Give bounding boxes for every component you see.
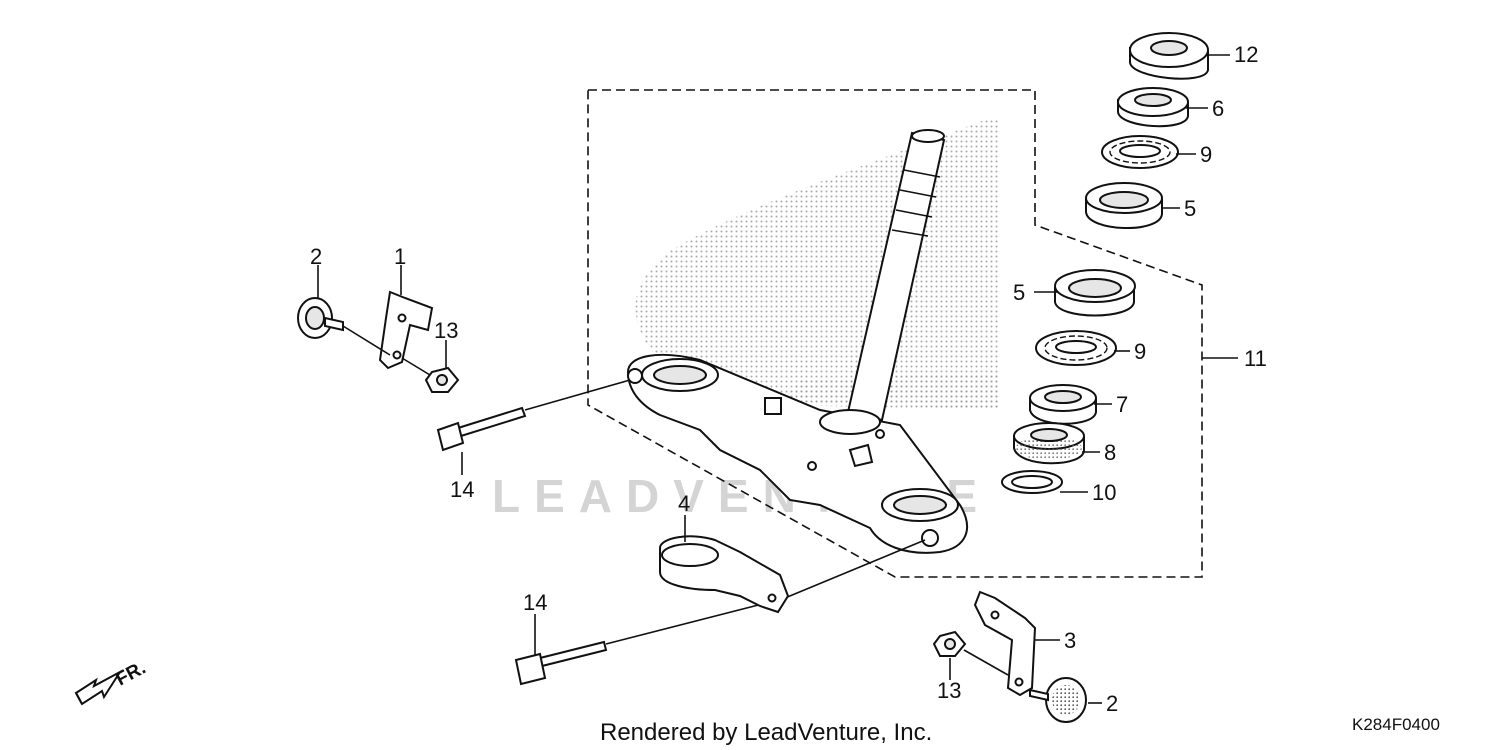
callout-14-upper: 14 xyxy=(450,477,474,502)
callout-2-upper: 2 xyxy=(310,244,322,269)
cone-6 xyxy=(1117,87,1189,128)
bracket-upper-left xyxy=(378,290,434,370)
diagram-code: K284F0400 xyxy=(1352,715,1440,734)
direction-label: FR. xyxy=(112,658,149,691)
lock-nut-12 xyxy=(1129,32,1209,80)
leader-lines xyxy=(317,54,1238,704)
race-5-upper xyxy=(1085,182,1163,230)
callout-2-lower: 2 xyxy=(1106,691,1118,716)
race-5-lower xyxy=(1054,269,1136,317)
callout-6: 6 xyxy=(1212,96,1224,121)
bearing-9-upper xyxy=(1101,135,1179,169)
assembly-outline xyxy=(587,89,1203,578)
callout-9-lower: 9 xyxy=(1134,339,1146,364)
nut-upper xyxy=(401,357,460,393)
callout-5-upper: 5 xyxy=(1184,196,1196,221)
grommet-upper xyxy=(297,297,391,356)
bolt-lower xyxy=(514,539,926,686)
callout-11: 11 xyxy=(1244,346,1267,371)
bearing-9-lower xyxy=(1035,330,1117,366)
grommet-lower xyxy=(1029,677,1087,723)
callout-14-lower: 14 xyxy=(523,590,547,615)
bolt-upper xyxy=(436,379,631,452)
callout-3: 3 xyxy=(1064,628,1076,653)
bracket-lower-right xyxy=(973,590,1037,697)
callout-9-upper: 9 xyxy=(1200,142,1212,167)
callout-labels: 2 1 13 14 4 14 3 13 2 12 6 9 5 5 9 7 8 1… xyxy=(310,42,1267,716)
cone-7 xyxy=(1029,384,1097,425)
bracket-lower xyxy=(659,535,790,614)
dust-seal-8 xyxy=(1013,422,1085,465)
steering-stem xyxy=(626,129,969,554)
callout-10: 10 xyxy=(1092,480,1116,505)
callout-12: 12 xyxy=(1234,42,1258,67)
callout-5-lower: 5 xyxy=(1013,280,1025,305)
callout-7: 7 xyxy=(1116,392,1128,417)
callout-8: 8 xyxy=(1104,440,1116,465)
callout-1: 1 xyxy=(394,244,406,269)
nut-lower xyxy=(932,630,1009,676)
callout-13-lower: 13 xyxy=(937,678,961,703)
callout-13-upper: 13 xyxy=(434,318,458,343)
front-direction-arrow-icon: FR. xyxy=(74,658,149,706)
callout-4: 4 xyxy=(678,491,690,516)
washer-10 xyxy=(1001,470,1063,494)
footer-text: Rendered by LeadVenture, Inc. xyxy=(600,719,932,746)
